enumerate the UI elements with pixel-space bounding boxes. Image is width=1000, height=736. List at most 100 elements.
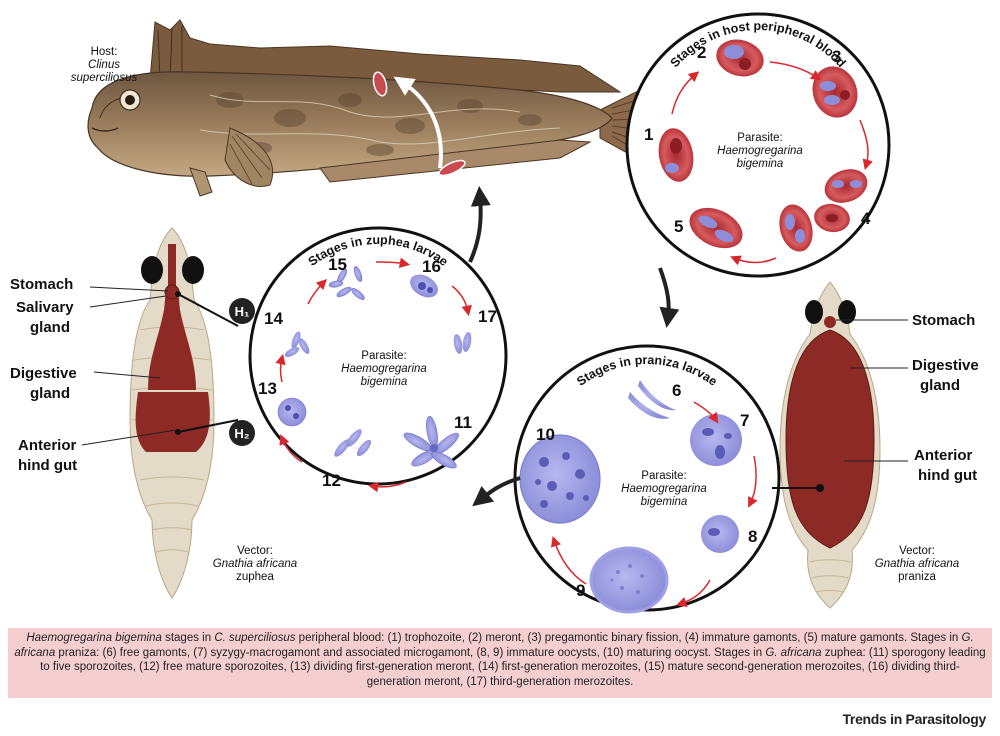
stage-number-14: 14 xyxy=(264,309,283,328)
stage-10-oocyst xyxy=(519,434,601,524)
blood-parasite-genus: Haemogregarina xyxy=(717,145,803,157)
vector-right-stage: praniza xyxy=(898,571,936,583)
praniza-parasite-label: Parasite: xyxy=(641,470,686,482)
fish-rbc-top xyxy=(372,71,388,97)
praniza-stomach xyxy=(824,316,836,328)
praniza-gut xyxy=(785,329,875,549)
vector-right-title: Vector: xyxy=(899,545,935,557)
white-arrow xyxy=(393,76,443,169)
stage-11-sporogony xyxy=(403,415,459,469)
stage-number-2: 2 xyxy=(697,43,706,62)
stage-number-11: 11 xyxy=(454,413,472,432)
caption-part-8: zuphea: (11) sporogony leading to five s… xyxy=(40,646,986,688)
zuphea-isopod xyxy=(129,227,215,599)
pelvic-fin xyxy=(189,167,213,197)
badge-h1-text: H₁ xyxy=(235,304,250,319)
caption-part-2: stages in xyxy=(161,632,215,644)
caption-part-6: praniza: (6) free gamonts, (7) syzygy-ma… xyxy=(55,646,766,659)
vector-right-label: Vector: Gnathia africana praniza xyxy=(862,545,972,584)
caption-part-1: Haemogregarina bigemina xyxy=(26,632,162,644)
rbc-stage-2 xyxy=(716,39,764,77)
stage-16-meront xyxy=(410,274,438,298)
zuphea-parasite-species: bigemina xyxy=(361,376,408,388)
stage-9-oocyst xyxy=(589,546,669,614)
left-hindgut-label-1: Anterior xyxy=(18,437,77,454)
rbc-stage-4 xyxy=(779,169,868,252)
rbc-stage-5 xyxy=(689,207,743,249)
stage-12-sporozoites xyxy=(334,429,372,457)
stage-number-15: 15 xyxy=(328,255,347,274)
stage-number-7: 7 xyxy=(740,411,749,430)
praniza-left-eye xyxy=(805,300,823,324)
stage-number-13: 13 xyxy=(258,379,277,398)
vector-left-label: Vector: Gnathia africana zuphea xyxy=(200,545,310,584)
stage-14-merozoites xyxy=(284,331,310,358)
caption-part-3: C. superciliosus xyxy=(214,632,296,644)
stage-number-10: 10 xyxy=(536,425,555,444)
caption-part-4: peripheral blood: (1) trophozoite, (2) m… xyxy=(295,632,962,644)
left-digestive-label-1: Digestive xyxy=(10,365,77,382)
badge-h2 xyxy=(229,420,255,446)
badge-h1 xyxy=(229,298,255,324)
right-hindgut-label-2: hind gut xyxy=(918,467,978,484)
left-digestive-label-2: gland xyxy=(30,385,70,402)
stage-number-16: 16 xyxy=(422,257,441,276)
arrow-blood-to-praniza xyxy=(658,267,680,328)
praniza-parasite-species: bigemina xyxy=(641,496,688,508)
vector-left-stage: zuphea xyxy=(236,571,274,583)
host-species-2: superciliosus xyxy=(70,72,138,84)
stage-number-12: 12 xyxy=(322,471,341,490)
stage-8-oocyst xyxy=(701,515,739,553)
figure-caption: Haemogregarina bigemina stages in C. sup… xyxy=(8,628,992,698)
badge-h2-text: H₂ xyxy=(234,426,249,441)
blood-stages-circle: Stages in host peripheral blood xyxy=(625,12,891,278)
rbc-stage-1 xyxy=(658,128,694,182)
arrow-praniza-to-zuphea xyxy=(472,476,521,507)
stage-number-3: 3 xyxy=(832,47,841,66)
blood-parasite-label: Parasite: xyxy=(737,132,782,144)
zuphea-left-eye xyxy=(141,256,163,284)
praniza-stages-circle: Stages in praniza larvae xyxy=(513,344,781,614)
host-species-1: Clinus xyxy=(88,59,120,71)
zuphea-parasite-label: Parasite: xyxy=(361,350,406,362)
stage-number-6: 6 xyxy=(672,381,681,400)
caption-part-5: G. africana xyxy=(14,632,974,659)
vector-left-species: Gnathia africana xyxy=(212,558,298,570)
host-label: Host: Clinus superciliosus xyxy=(64,46,144,85)
fish-rbc-bottom xyxy=(438,159,466,177)
stage-number-5: 5 xyxy=(674,217,683,236)
right-hindgut-label-1: Anterior xyxy=(914,447,973,464)
left-hindgut-label-2: hind gut xyxy=(18,457,78,474)
zuphea-digestive-gland xyxy=(148,290,196,390)
stage-7-syzygy xyxy=(690,414,742,466)
stage-number-8: 8 xyxy=(748,527,757,546)
zuphea-parasite-genus: Haemogregarina xyxy=(341,363,427,375)
stage-number-9: 9 xyxy=(576,581,585,600)
praniza-isopod xyxy=(779,281,881,609)
rbc-stage-3 xyxy=(812,66,858,118)
host-fish xyxy=(87,19,665,197)
left-stomach-label: Stomach xyxy=(10,276,74,293)
stage-6-gamonts xyxy=(628,380,676,419)
journal-name: Trends in Parasitology xyxy=(842,711,986,727)
right-digestive-label-1: Digestive xyxy=(912,357,979,374)
arrow-zuphea-to-host xyxy=(468,186,491,263)
stage-17-merozoites xyxy=(453,332,472,354)
blood-parasite-species: bigemina xyxy=(737,158,784,170)
zuphea-right-eye xyxy=(182,256,204,284)
right-stomach-label: Stomach xyxy=(912,312,976,329)
host-label-text: Host: xyxy=(90,46,118,58)
stage-13-meront xyxy=(277,397,307,427)
left-salivary-label-2: gland xyxy=(30,319,70,336)
stage-number-4: 4 xyxy=(861,209,871,228)
stage-number-1: 1 xyxy=(644,125,653,144)
zuphea-hindgut xyxy=(135,392,210,452)
left-salivary-label-1: Salivary xyxy=(16,299,74,316)
zuphea-stages-circle: Stages in zuphea larvae xyxy=(248,226,508,493)
stage-number-17: 17 xyxy=(478,307,497,326)
stage-15-merozoites xyxy=(328,266,365,300)
right-digestive-label-2: gland xyxy=(920,377,960,394)
caption-part-7: G. africana xyxy=(765,646,822,659)
praniza-parasite-genus: Haemogregarina xyxy=(621,483,707,495)
